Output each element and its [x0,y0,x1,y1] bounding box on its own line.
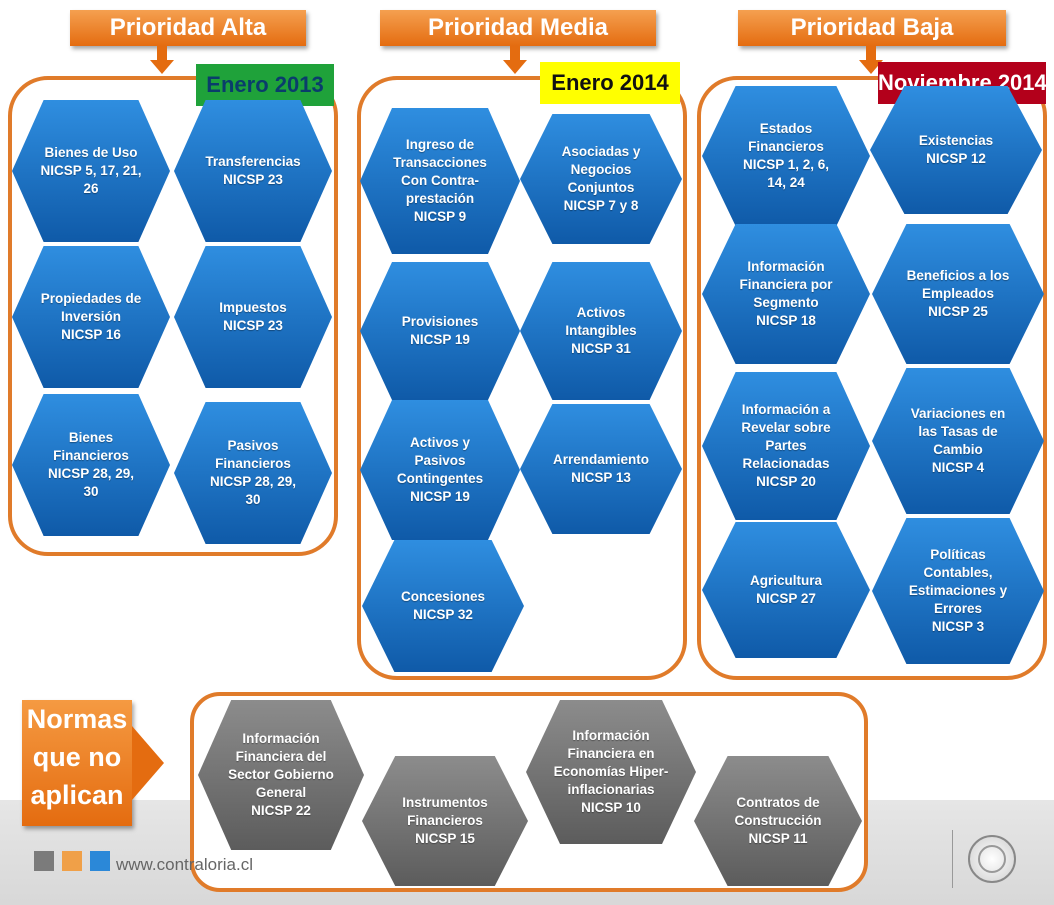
alta-date-badge: Enero 2013 [196,64,334,106]
hex-label: Existencias NICSP 12 [918,133,994,166]
hex-bienes-de-uso: Bienes de Uso NICSP 5, 17, 21, 26 [12,100,170,242]
hex-arrendamiento: Arrendamiento NICSP 13 [520,404,682,534]
hex-ingreso-transacciones: Ingreso de Transacciones Con Contra- pre… [360,108,520,254]
hex-label: Bienes Financieros NICSP 28, 29, 30 [47,430,135,499]
hex-label: Activos y Pasivos Contingentes NICSP 19 [396,435,484,504]
hex-label: Contratos de Construcción NICSP 11 [734,795,822,846]
hex-pasivos-financieros: Pasivos Financieros NICSP 28, 29, 30 [174,402,332,544]
prioridad-media-header: Prioridad Media [380,10,656,46]
hex-asociadas-negocios: Asociadas y Negocios Conjuntos NICSP 7 y… [520,114,682,244]
prioridad-baja-header: Prioridad Baja [738,10,1006,46]
hex-partes-relacionadas: Información a Revelar sobre Partes Relac… [702,372,870,520]
hex-provisiones: Provisiones NICSP 19 [360,262,520,400]
hex-transferencias: Transferencias NICSP 23 [174,100,332,242]
hex-label: Beneficios a los Empleados NICSP 25 [906,268,1010,319]
hex-contratos-construccion: Contratos de Construcción NICSP 11 [694,756,862,886]
hex-label: Provisiones NICSP 19 [401,314,479,347]
hex-propiedades-de-inversion: Propiedades de Inversión NICSP 16 [12,246,170,388]
media-arrow-stem [510,46,520,62]
logo-square-orange [62,851,82,871]
hex-label: Información Financiera del Sector Gobier… [228,731,334,818]
hex-label: Instrumentos Financieros NICSP 15 [402,795,488,846]
hex-label: Concesiones NICSP 32 [400,589,486,622]
hex-label: Pasivos Financieros NICSP 28, 29, 30 [209,438,297,507]
hex-label: Asociadas y Negocios Conjuntos NICSP 7 y… [561,144,641,213]
hex-label: Políticas Contables, Estimaciones y Erro… [908,547,1008,634]
hex-activos-intangibles: Activos Intangibles NICSP 31 [520,262,682,400]
hex-label: Ingreso de Transacciones Con Contra- pre… [393,137,487,224]
hex-label: Información Financiera en Economías Hipe… [553,728,669,815]
hex-label: Estados Financieros NICSP 1, 2, 6, 14, 2… [742,121,830,190]
hex-impuestos: Impuestos NICSP 23 [174,246,332,388]
hex-bienes-financieros: Bienes Financieros NICSP 28, 29, 30 [12,394,170,536]
baja-arrow-icon [859,60,883,74]
hex-estados-financieros: Estados Financieros NICSP 1, 2, 6, 14, 2… [702,86,870,226]
hex-informacion-segmento: Información Financiera por Segmento NICS… [702,224,870,364]
hex-instrumentos-financieros: Instrumentos Financieros NICSP 15 [362,756,528,886]
alta-arrow-stem [157,46,167,62]
hex-label: Agricultura NICSP 27 [749,573,822,606]
footer-divider [952,830,953,888]
hex-label: Impuestos NICSP 23 [219,300,287,333]
logo-square-gray [34,851,54,871]
contraloria-seal-icon [968,835,1016,883]
hex-label: Transferencias NICSP 23 [205,154,301,187]
normas-que-no-aplican-label: Normas que no aplican [22,700,132,826]
hex-agricultura: Agricultura NICSP 27 [702,522,870,658]
baja-arrow-stem [866,46,876,62]
alta-arrow-icon [150,60,174,74]
media-date-badge: Enero 2014 [540,62,680,104]
media-arrow-icon [503,60,527,74]
website-link[interactable]: www.contraloria.cl [116,855,253,874]
hex-label: Activos Intangibles NICSP 31 [565,305,637,356]
hex-beneficios-empleados: Beneficios a los Empleados NICSP 25 [872,224,1044,364]
prioridad-alta-header: Prioridad Alta [70,10,306,46]
hex-label: Información a Revelar sobre Partes Relac… [741,402,831,489]
hex-politicas-contables: Políticas Contables, Estimaciones y Erro… [872,518,1044,664]
hex-concesiones: Concesiones NICSP 32 [362,540,524,672]
hex-label: Arrendamiento NICSP 13 [552,452,650,485]
hex-variaciones-tasas: Variaciones en las Tasas de Cambio NICSP… [872,368,1044,514]
normas-arrow-icon [132,726,164,800]
hex-label: Variaciones en las Tasas de Cambio NICSP… [910,406,1006,475]
hex-label: Bienes de Uso NICSP 5, 17, 21, 26 [40,145,142,196]
logo-square-blue [90,851,110,871]
hex-existencias: Existencias NICSP 12 [870,86,1042,214]
hex-sector-gobierno-general: Información Financiera del Sector Gobier… [198,700,364,850]
hex-economias-hiperinflacionarias: Información Financiera en Economías Hipe… [526,700,696,844]
hex-label: Propiedades de Inversión NICSP 16 [40,291,142,342]
hex-label: Información Financiera por Segmento NICS… [739,259,833,328]
hex-activos-pasivos-contingentes: Activos y Pasivos Contingentes NICSP 19 [360,400,520,540]
